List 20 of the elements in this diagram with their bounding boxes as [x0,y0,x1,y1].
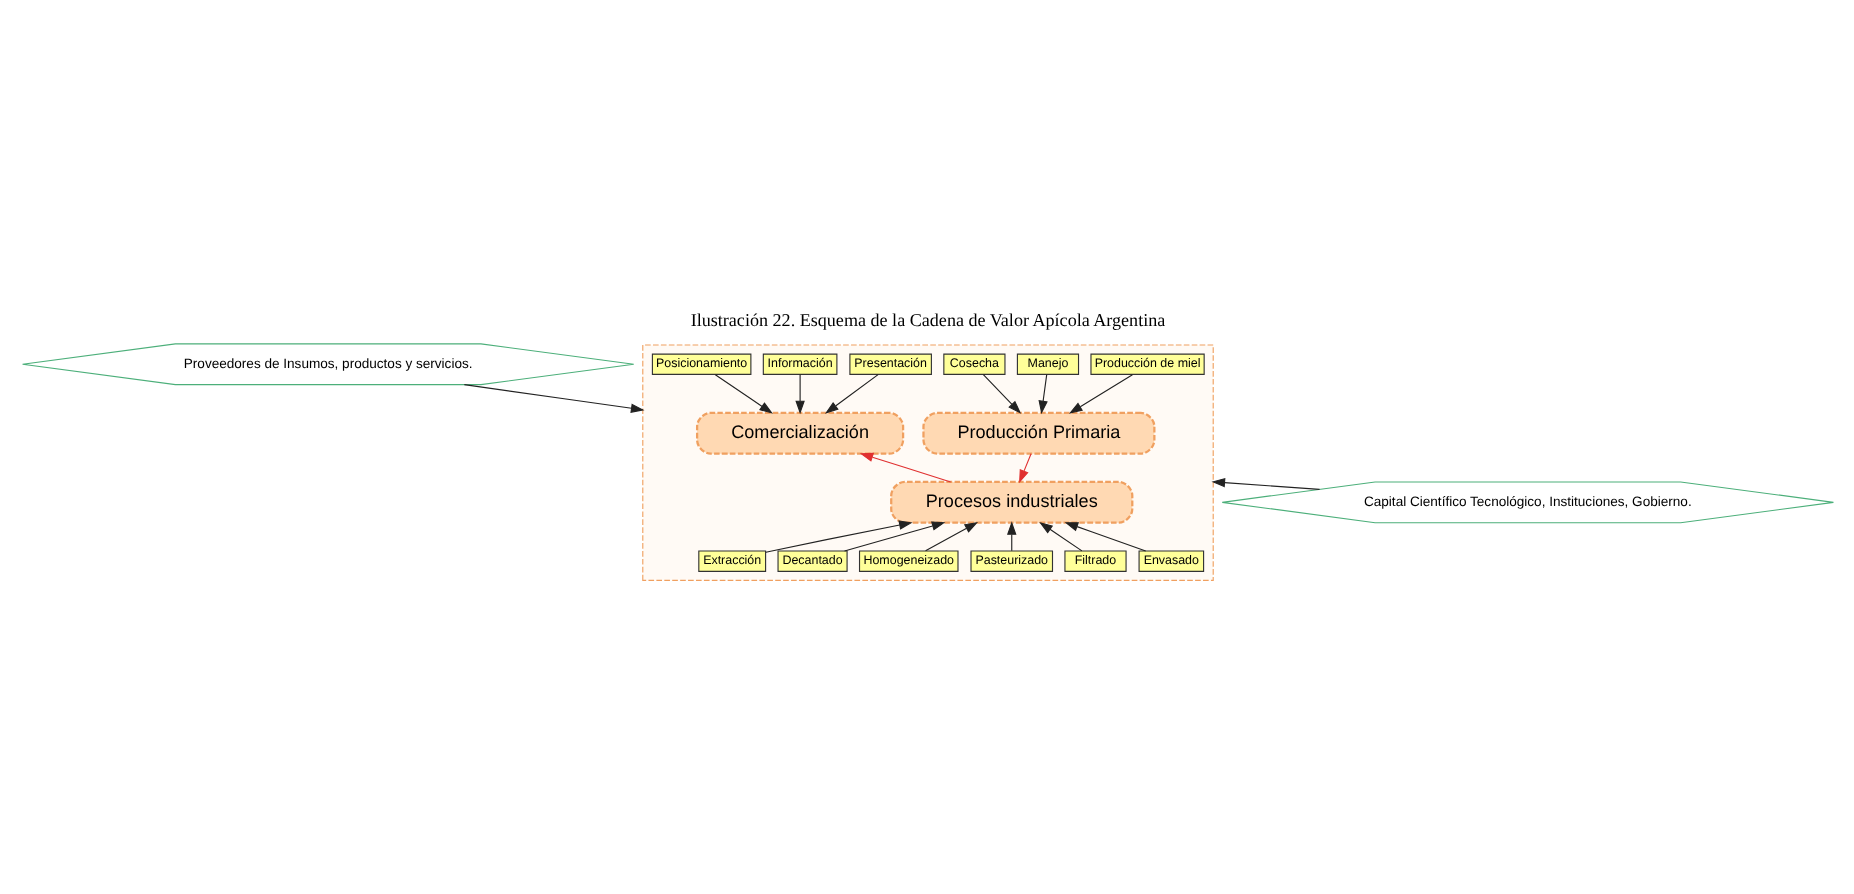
arrow [1210,476,1320,489]
arrow [1018,452,1031,483]
arrow [858,451,951,482]
arrow [1037,373,1047,414]
arrow [823,373,878,413]
arrow [1067,373,1133,413]
arrow [462,383,644,412]
cluster [641,343,1213,580]
arrow [1038,521,1082,551]
arrow [843,520,945,551]
node-box: Procesos industriales [889,479,1133,523]
node-box: Producción Primaria [921,410,1155,454]
arrow [713,373,772,413]
arrow [924,520,978,551]
arrow [764,519,912,552]
arrow [1063,521,1146,551]
arrow [981,373,1021,413]
diagram-title: Ilustración 22. Esquema de la Cadena de Valor Apícola Argentina [689,308,1165,329]
arrow [794,373,804,414]
node-box: Comercialización [695,410,904,454]
